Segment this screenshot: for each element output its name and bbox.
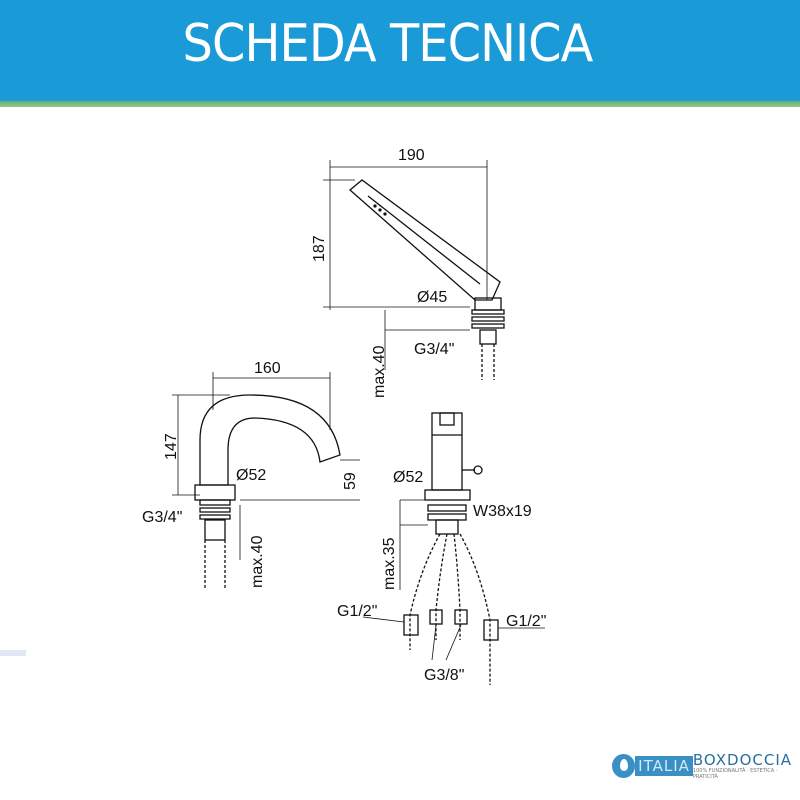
mixer-thread-left: G1/2" [337, 603, 377, 620]
hand-shower-drawing: 190 187 Ø45 G3/4" max.40 [311, 147, 505, 398]
hand-shower-max-depth: max.40 [371, 345, 388, 398]
spout-height: 147 [163, 433, 180, 460]
spout-thread: G3/4" [142, 509, 182, 526]
header-stripe [0, 101, 800, 107]
mixer-thread-inner: G3/8" [424, 667, 464, 684]
header-banner: SCHEDA TECNICA [0, 0, 800, 101]
logo-tagline: 100% FUNZIONALITÀ · ESTETICA · PRATICITÀ [692, 768, 778, 780]
brand-logo: ITALIA BOXDOCCIA 100% FUNZIONALITÀ · EST… [612, 752, 800, 780]
mixer-max-depth: max.35 [381, 537, 398, 590]
mixer-diameter: Ø52 [393, 469, 423, 486]
spout-diameter: Ø52 [236, 467, 266, 484]
spout-width: 160 [254, 360, 281, 377]
hand-shower-thread: G3/4" [414, 341, 454, 358]
spout-max-depth: max.40 [249, 535, 266, 588]
spout-base-height: 59 [342, 472, 359, 490]
water-drop-icon [612, 754, 636, 778]
logo-part1: ITALIA [635, 756, 693, 776]
logo-part2: BOXDOCCIA [692, 751, 793, 769]
spout-drawing: 160 147 Ø52 59 G3/4" max.40 [142, 360, 360, 590]
mixer-thread-right: G1/2" [506, 613, 546, 630]
page-title: SCHEDA TECNICA [182, 14, 594, 74]
hand-shower-width: 190 [398, 147, 425, 164]
hand-shower-height: 187 [311, 235, 328, 262]
mixer-drawing: Ø52 W38x19 max.35 G1/2" G1/2" G3/8" [337, 412, 546, 685]
mixer-nut: W38x19 [473, 503, 532, 520]
page-edge-mark [0, 650, 26, 656]
hand-shower-diameter: Ø45 [417, 289, 447, 306]
